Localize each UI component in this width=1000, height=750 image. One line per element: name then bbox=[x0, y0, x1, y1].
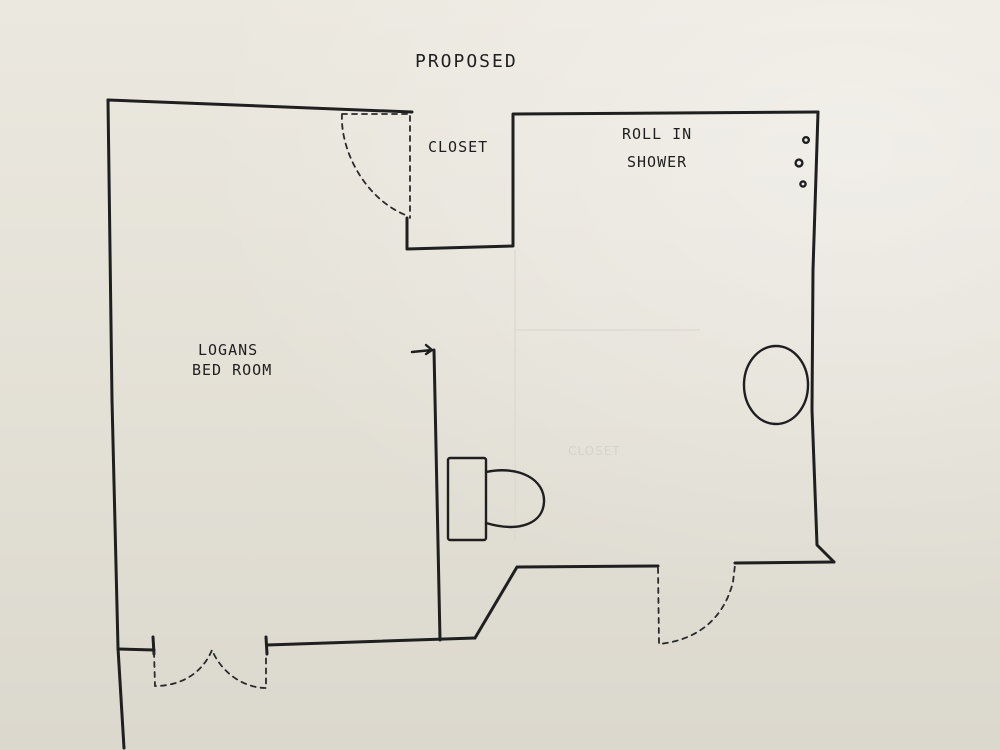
shower-label-line1: ROLL IN bbox=[622, 125, 692, 143]
sink-icon bbox=[742, 344, 810, 426]
shower-control-3 bbox=[799, 180, 807, 188]
bathroom-door-swing bbox=[657, 564, 736, 645]
bedroom-door-jamb-right bbox=[264, 635, 269, 656]
toilet-tank bbox=[446, 456, 488, 542]
shower-control-2 bbox=[794, 158, 804, 168]
outer-wall-top-left bbox=[106, 98, 414, 114]
ghost-text: CLOSET bbox=[568, 444, 621, 458]
partition-wall bbox=[432, 348, 442, 642]
shower-control-1 bbox=[802, 135, 811, 144]
outer-wall-right bbox=[810, 110, 836, 564]
bedroom-bottom-wall bbox=[265, 636, 477, 647]
bathroom-bottom-wall-left bbox=[473, 564, 660, 640]
shower-label-line2: SHOWER bbox=[627, 153, 687, 171]
outer-wall-top-right bbox=[512, 110, 820, 116]
outer-wall-left bbox=[106, 98, 126, 750]
plan-title: PROPOSED bbox=[415, 51, 518, 72]
bedroom-bottom-wall-left bbox=[116, 647, 156, 652]
bathroom-bottom-wall bbox=[733, 560, 836, 565]
bedroom-double-door-swing bbox=[153, 647, 267, 689]
closet-walls bbox=[405, 112, 515, 251]
partition-wall-arrow-mark bbox=[410, 343, 434, 356]
closet-door-swing bbox=[341, 113, 411, 219]
shower-controls-icon bbox=[794, 135, 811, 188]
closet-label: CLOSET bbox=[428, 138, 488, 156]
paper-show-through: CLOSET bbox=[514, 250, 700, 540]
bedroom-label-line1: LOGANS bbox=[198, 341, 258, 359]
toilet-icon bbox=[446, 456, 546, 542]
toilet-bowl bbox=[484, 469, 546, 529]
bedroom-label-line2: BED ROOM bbox=[192, 361, 272, 379]
